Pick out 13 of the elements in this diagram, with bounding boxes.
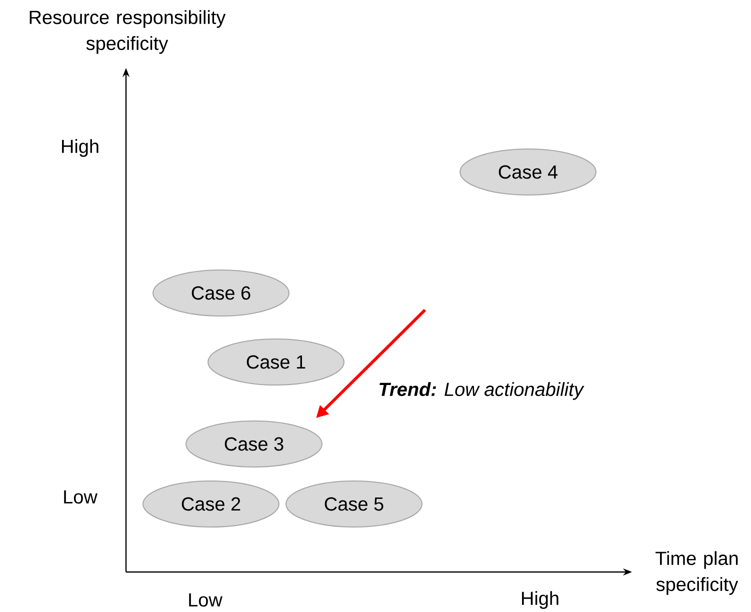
ellipse-node: Case 5 [286, 480, 422, 528]
ellipse-node: Case 1 [208, 338, 344, 386]
axis-tick-label: Low [189, 593, 222, 607]
axis-tick-label: High [522, 591, 558, 609]
axis-tick-label: High [62, 139, 98, 157]
ellipse-node: Case 4 [460, 148, 596, 196]
ellipse-node: Case 6 [152, 270, 290, 316]
ellipse-node: Case 2 [142, 480, 280, 528]
axis-title: Time plan specificity [656, 551, 738, 595]
trend-label: Trend: Low actionability [380, 382, 584, 400]
axis-title: Resource responsibility specificity [30, 10, 226, 54]
axis-tick-label: Low [64, 490, 98, 504]
ellipse-node: Case 3 [186, 420, 322, 468]
